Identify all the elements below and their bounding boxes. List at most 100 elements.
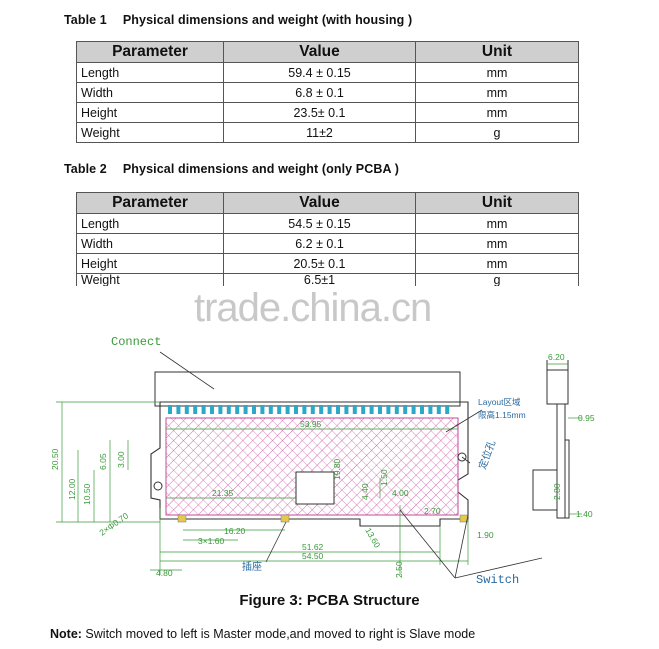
dim-1-50: 1.50 xyxy=(379,469,389,486)
table-cell: g xyxy=(415,122,579,143)
dim-16-20: 16.20 xyxy=(224,526,246,536)
pad-middle xyxy=(280,514,290,523)
table-row: Height 20.5± 0.1 mm xyxy=(76,253,579,274)
pad-left xyxy=(177,514,187,523)
table-row: Weight 11±2 g xyxy=(76,122,579,143)
pad-right xyxy=(459,514,469,523)
table2-caption: Table 2 Physical dimensions and weight (o… xyxy=(64,162,399,176)
dim-4-80: 4.80 xyxy=(156,568,173,578)
leader-lines xyxy=(159,351,543,579)
table-header-parameter: Parameter xyxy=(76,41,224,63)
table-cell: 23.5± 0.1 xyxy=(223,102,416,123)
locating-hole-left xyxy=(153,481,163,491)
dim-1-40: 1.40 xyxy=(576,509,593,519)
dim-51-62: 51.62 xyxy=(302,542,324,552)
locating-hole-right xyxy=(457,452,467,462)
dim-19-80: 19.80 xyxy=(332,458,342,480)
table-row: Height 23.5± 0.1 mm xyxy=(76,102,579,123)
contact-pad xyxy=(260,405,265,414)
contact-pad xyxy=(294,405,298,414)
dim-1-90: 1.90 xyxy=(477,530,494,540)
contact-pad xyxy=(411,405,416,414)
note-label: Note: xyxy=(50,627,82,641)
contact-pad xyxy=(420,405,424,414)
dim-4-40: 4.40 xyxy=(360,483,370,500)
switch-label: Switch xyxy=(476,573,519,587)
contact-pad xyxy=(369,405,374,414)
dim-2x-d0-70: 2×Φ0.70 xyxy=(97,510,130,537)
dim-3-00: 3.00 xyxy=(116,451,126,468)
dim-2-50: 2.50 xyxy=(394,561,404,578)
table-cell: mm xyxy=(415,253,579,274)
contact-pad xyxy=(403,405,408,414)
socket-label: 插座 xyxy=(242,560,262,573)
contact-pad xyxy=(336,405,340,414)
contact-pad xyxy=(252,405,256,414)
contact-pad xyxy=(176,405,181,414)
contact-pad xyxy=(218,405,223,414)
dimension-lines xyxy=(56,401,469,575)
contact-pad xyxy=(445,405,450,414)
contact-pad xyxy=(277,405,282,414)
table-cell: Weight xyxy=(76,122,224,143)
dim-6-05: 6.05 xyxy=(98,453,108,470)
layout-height-label: 限高1.15mm xyxy=(478,410,526,420)
contact-pad xyxy=(235,405,240,414)
dim-54-50: 54.50 xyxy=(302,551,324,561)
table-cell: Height xyxy=(76,253,224,274)
table-header-row: Parameter Value Unit xyxy=(76,192,579,214)
dim-0-95: 0.95 xyxy=(578,413,595,423)
contact-pad xyxy=(243,405,248,414)
table2: Parameter Value Unit Length 54.5 ± 0.15 … xyxy=(76,192,579,286)
connector-cutout xyxy=(295,471,335,505)
dim-2-70: 2.70 xyxy=(424,506,441,516)
dim-2-80: 2.80 xyxy=(552,483,562,500)
connector-housing xyxy=(154,371,461,407)
table-header-value: Value xyxy=(223,41,416,63)
dim-20-50: 20.50 xyxy=(50,448,60,470)
table-row: Width 6.8 ± 0.1 mm xyxy=(76,82,579,103)
contact-pad xyxy=(428,405,433,414)
dim-53-95: 53.95 xyxy=(300,419,322,429)
contact-pad xyxy=(319,405,324,414)
contact-pad xyxy=(268,405,273,414)
layout-region-label: Layout区域 xyxy=(478,397,521,407)
contact-pad xyxy=(352,405,357,414)
contact-pad xyxy=(344,405,349,414)
contact-pad xyxy=(193,405,198,414)
contact-pad xyxy=(361,405,366,414)
contact-pad xyxy=(210,405,214,414)
table-cell: 11±2 xyxy=(223,122,416,143)
table1: Parameter Value Unit Length 59.4 ± 0.15 … xyxy=(76,41,579,143)
table-header-row: Parameter Value Unit xyxy=(76,41,579,63)
dim-12-00: 12.00 xyxy=(67,478,77,500)
table1-caption-text: Physical dimensions and weight (with hou… xyxy=(122,13,413,27)
contact-pad xyxy=(386,405,391,414)
contact-pad xyxy=(285,405,290,414)
contact-pad xyxy=(302,405,307,414)
table2-caption-text: Physical dimensions and weight (only PCB… xyxy=(122,162,399,176)
contact-pad xyxy=(378,405,382,414)
contact-pads xyxy=(168,405,450,414)
table-cell: g xyxy=(415,273,579,286)
dim-top-width: 6.20 xyxy=(548,352,565,362)
table-header-value: Value xyxy=(223,192,416,214)
table-cell: Height xyxy=(76,102,224,123)
figure-title: Figure 3: PCBA Structure xyxy=(239,592,420,609)
contact-pad xyxy=(226,405,231,414)
contact-pad xyxy=(327,405,332,414)
table-cell: 54.5 ± 0.15 xyxy=(223,213,416,234)
side-view xyxy=(532,360,582,519)
dim-13-60: 13.60 xyxy=(363,526,382,550)
contact-pad xyxy=(394,405,399,414)
table1-caption-number: Table 1 xyxy=(64,13,107,27)
contact-pad xyxy=(168,405,172,414)
table2-caption-number: Table 2 xyxy=(64,162,107,176)
locating-hole-label: 定位孔 xyxy=(476,438,498,471)
contact-pad xyxy=(310,405,315,414)
dim-4-00: 4.00 xyxy=(392,488,409,498)
dim-10-50: 10.50 xyxy=(82,483,92,505)
dim-21-35: 21.35 xyxy=(212,488,234,498)
contact-pad xyxy=(436,405,441,414)
